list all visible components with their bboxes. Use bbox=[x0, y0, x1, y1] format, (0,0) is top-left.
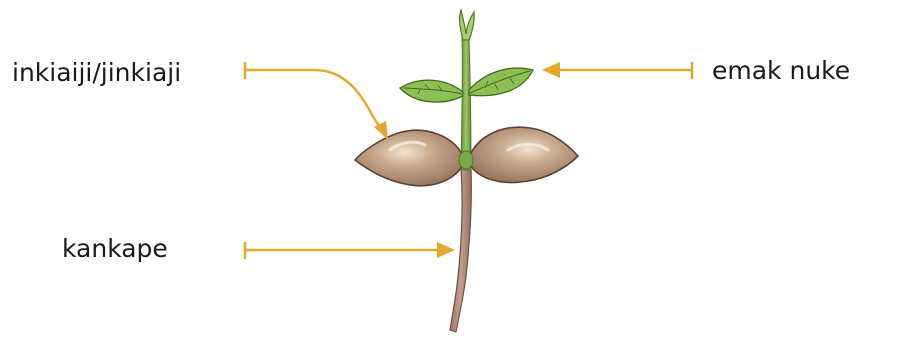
cotyledon-arrow bbox=[245, 62, 388, 140]
leaves-arrow bbox=[542, 62, 692, 79]
apical-bud bbox=[460, 10, 475, 40]
leaf-right bbox=[469, 68, 533, 96]
root-arrow bbox=[245, 242, 455, 259]
root-label: kankape bbox=[62, 236, 168, 261]
cotyledon-left bbox=[355, 130, 465, 185]
cotyledon-label: inkiaiji/jinkiaji bbox=[12, 60, 181, 85]
leaf-left bbox=[400, 80, 463, 102]
cotyledon-right bbox=[468, 127, 578, 182]
leaves-label: emak nuke bbox=[712, 58, 850, 83]
stem bbox=[461, 38, 471, 170]
stem-node bbox=[459, 151, 473, 169]
